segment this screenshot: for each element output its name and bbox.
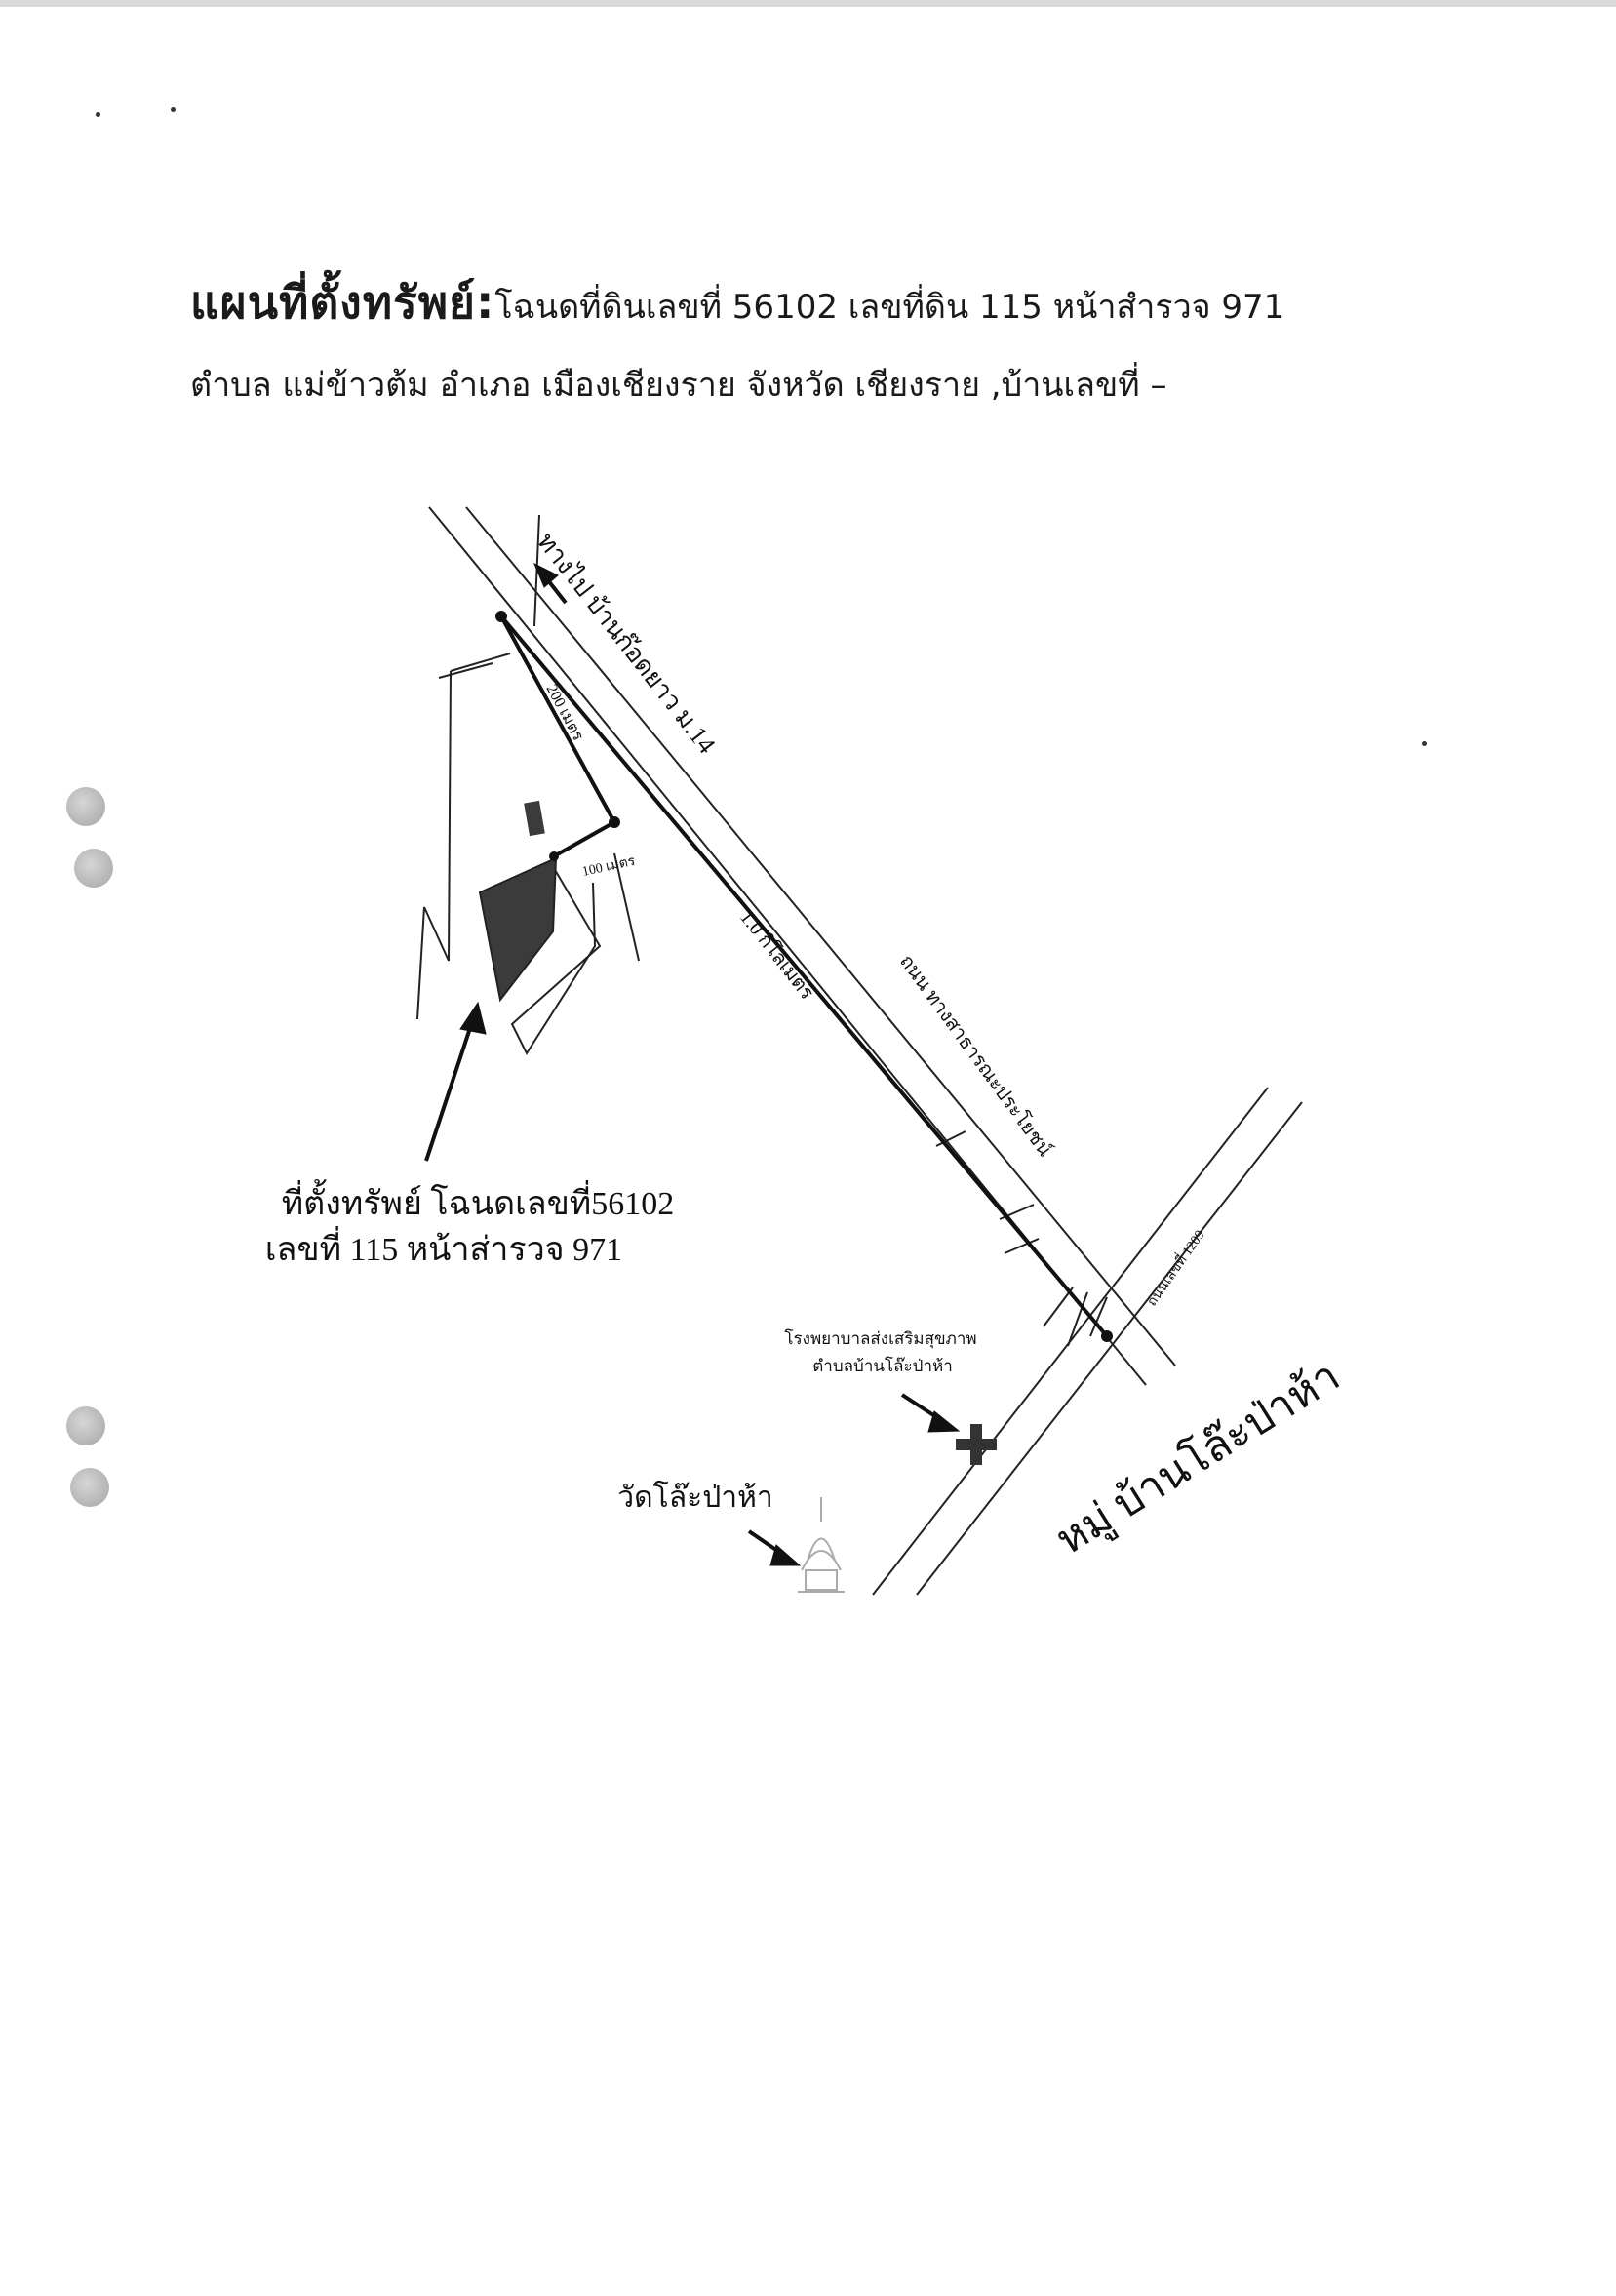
route-100m: [553, 820, 615, 858]
document-header: แผนที่ตั้งทรัพย์:โฉนดที่ดินเลขที่ 56102 …: [190, 278, 1458, 410]
deed-info: โฉนดที่ดินเลขที่ 56102 เลขที่ดิน 115 หน้…: [494, 288, 1285, 327]
direction-arrow: [533, 562, 568, 605]
route-point: [609, 816, 620, 828]
temple-label: วัดโล๊ะป่าห้า: [617, 1480, 772, 1514]
scan-speck: [171, 107, 176, 112]
red-cross-icon: [956, 1424, 997, 1465]
property-label-line2: เลขที่ 115 หน้าส่ารวจ 971: [265, 1226, 622, 1268]
hospital-pointer-arrow: [900, 1393, 961, 1433]
parcel-boundary: [416, 670, 452, 1020]
page-title: แผนที่ตั้งทรัพย์:: [190, 276, 495, 329]
scan-speck: [96, 112, 100, 117]
route-point: [495, 611, 507, 622]
route-200m: [499, 615, 616, 823]
distance-100-label: 100 เมตร: [581, 854, 638, 880]
punch-hole: [66, 787, 105, 826]
village-label: หมู่ บ้านโล๊ะป่าห้า: [1047, 1351, 1349, 1565]
punch-hole: [74, 849, 113, 888]
location-line: ตำบล แม่ข้าวต้ม อำเภอ เมืองเชียงราย จังห…: [190, 366, 1167, 405]
main-road-edge-right: [465, 506, 1176, 1366]
property-pointer-arrow: [424, 1001, 487, 1162]
property-label-line1: ที่ตั้งทรัพย์ โฉนดเลขที่56102: [282, 1179, 674, 1222]
temple-pointer-arrow: [747, 1529, 802, 1566]
route-point: [549, 851, 559, 861]
building-marker: [524, 800, 545, 837]
distance-1km-label: 1.0 กิโลเมตร: [735, 906, 818, 1004]
road-1209-edge-right: [916, 1101, 1303, 1596]
punch-hole: [70, 1468, 109, 1507]
parcel-boundary: [613, 852, 640, 962]
route-point: [1101, 1330, 1113, 1342]
title-line-1: แผนที่ตั้งทรัพย์:โฉนดที่ดินเลขที่ 56102 …: [190, 278, 1458, 332]
punch-hole: [66, 1406, 105, 1445]
property-parcel: [478, 856, 558, 1003]
road-1209-label: ถนนเลขที่ 1209: [1143, 1226, 1208, 1309]
parcel-boundary: [510, 862, 602, 1056]
parcel-boundary: [450, 653, 511, 672]
scan-speck: [1422, 741, 1427, 746]
temple-stupa-icon: [798, 1497, 845, 1593]
hospital-label-line2: ตำบลบ้านโล๊ะป่าห้า: [812, 1356, 953, 1375]
scan-top-edge: [0, 0, 1616, 7]
route-1km: [499, 614, 1109, 1338]
hospital-label-line1: โรงพยาบาลส่งเสริมสุขภาพ: [784, 1328, 976, 1349]
